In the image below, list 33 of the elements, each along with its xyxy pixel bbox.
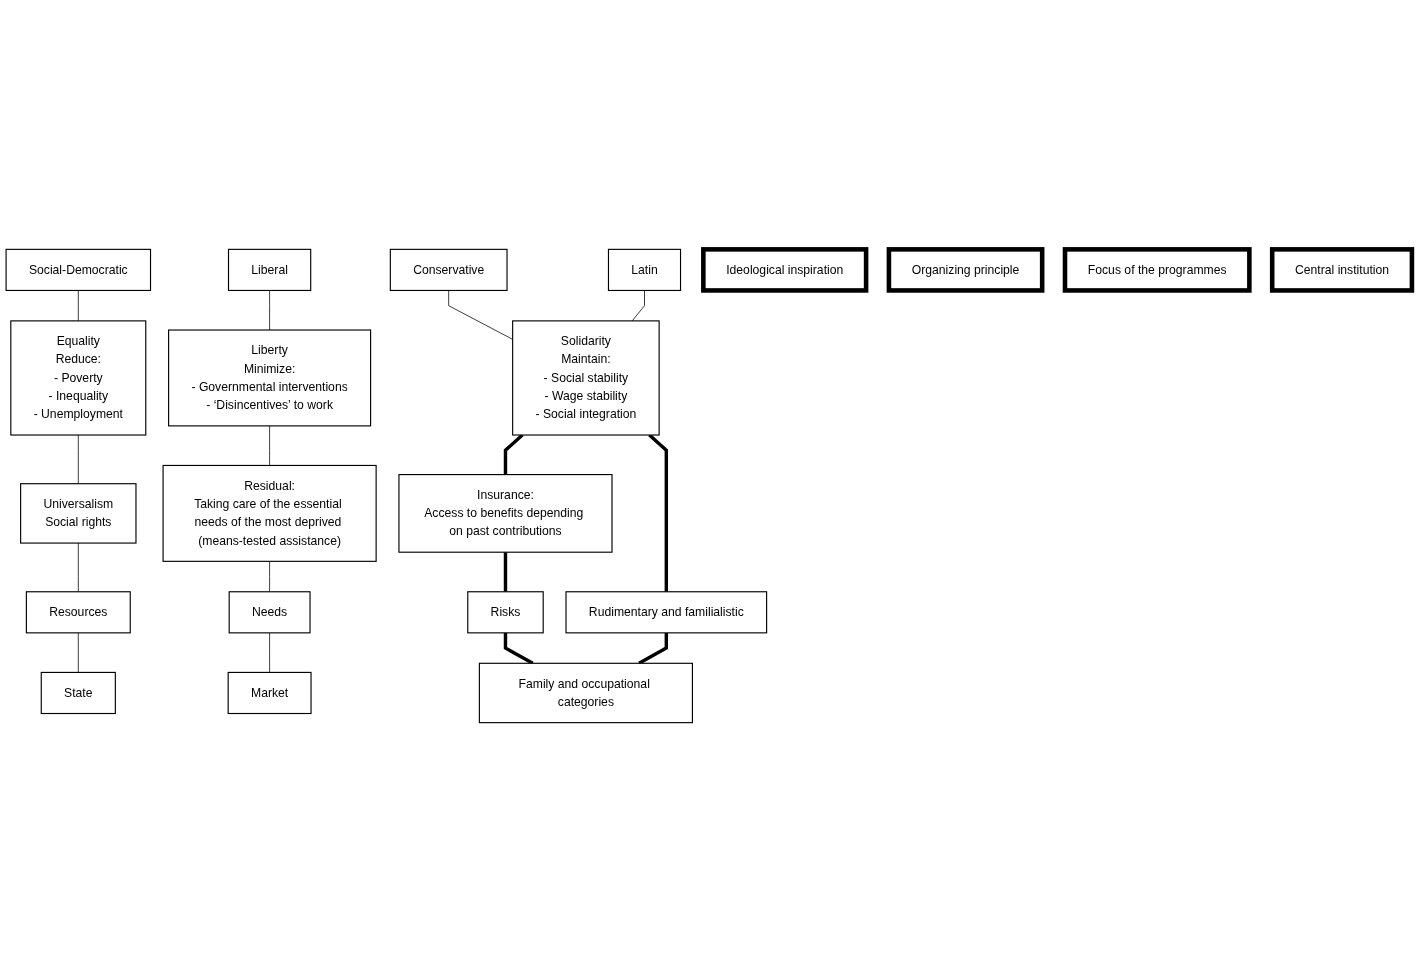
node-box: Risks xyxy=(467,591,544,634)
node-box: Ideological inspiration xyxy=(701,247,869,293)
node-box: Organizing principle xyxy=(886,247,1045,293)
connector xyxy=(77,434,79,485)
connector xyxy=(77,290,79,322)
node-box: Needs xyxy=(228,591,311,634)
connector xyxy=(638,632,668,665)
connector xyxy=(269,632,270,673)
node-box: Market xyxy=(227,671,312,715)
node-box: Residual: Taking care of the essential needs of the most deprived (means-tested assistance) xyxy=(162,464,377,562)
connector xyxy=(77,542,79,593)
node-box: Rudimentary and familialistic xyxy=(565,591,768,634)
node-box: Liberal xyxy=(227,248,312,291)
node-box: Central institution xyxy=(1269,247,1415,293)
connector xyxy=(503,632,534,665)
node-box: Family and occupational categories xyxy=(478,662,693,724)
connector xyxy=(631,290,645,322)
node-box: Solidarity Maintain: - Social stability - Wage stability - Social integration xyxy=(512,320,660,436)
connector xyxy=(269,290,270,331)
node-box: Universalism Social rights xyxy=(20,483,137,544)
connector xyxy=(503,552,508,592)
node-box: Resources xyxy=(25,591,131,634)
connector xyxy=(77,632,79,673)
node-box: Focus of the programmes xyxy=(1062,247,1252,293)
node-box: Latin xyxy=(607,248,682,291)
node-box: Equality Reduce: - Poverty - Inequality - Unemployment xyxy=(10,320,147,436)
node-box: Conservative xyxy=(389,248,508,291)
connector xyxy=(269,425,270,466)
connector xyxy=(269,560,270,593)
node-box: Social-Democratic xyxy=(5,248,152,291)
node-box: Liberty Minimize: - Governmental interventions - ‘Disincentives’ to work xyxy=(168,329,372,427)
node-box: Insurance: Access to benefits depending on past contributions xyxy=(398,474,613,553)
node-box: State xyxy=(40,671,116,715)
